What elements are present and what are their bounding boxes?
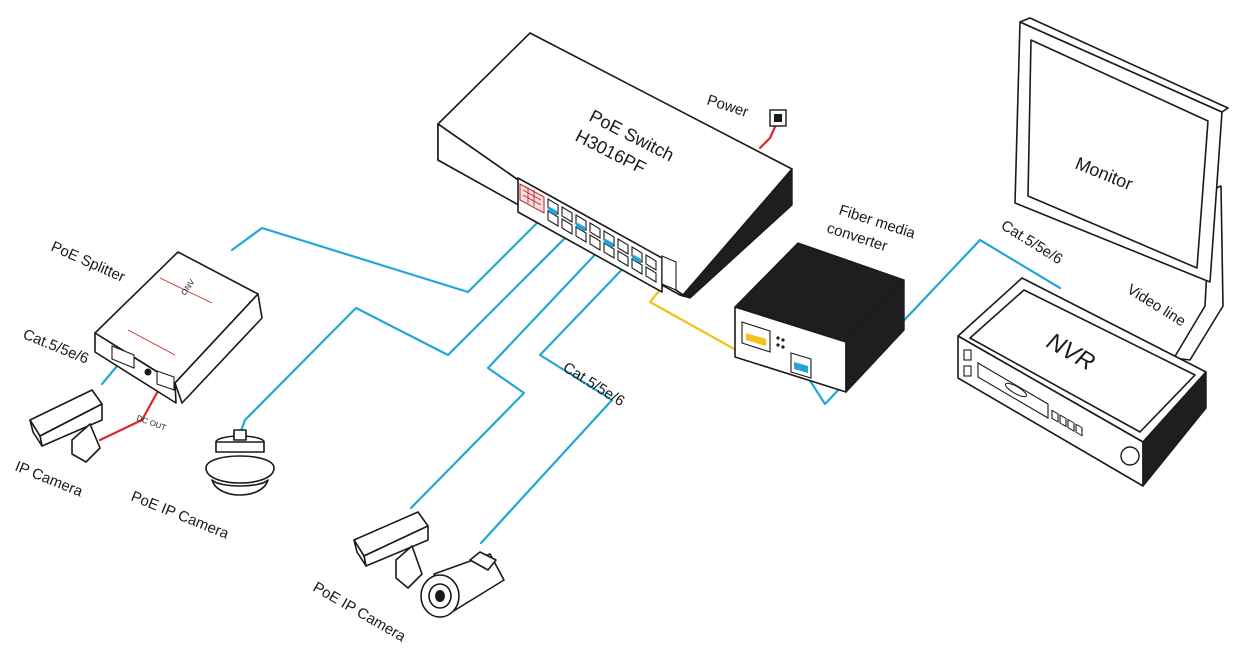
cat-label-right: Cat.5/5e/6 — [998, 217, 1066, 268]
cable-dc-out — [98, 378, 166, 442]
box-camera — [420, 551, 505, 618]
cat-label-middle: Cat.5/5e/6 — [560, 359, 628, 410]
dome-camera — [205, 429, 275, 496]
dome-camera-dome — [211, 479, 269, 496]
nvr: NVR — [957, 277, 1207, 487]
cat-label-left: Cat.5/5e/6 — [21, 326, 92, 368]
video-line-label: Video line — [1124, 281, 1189, 330]
dome-camera-connector — [233, 429, 247, 441]
cable-switch-to-splitter — [230, 208, 552, 294]
poe-splitter-label: PoE Splitter — [48, 238, 127, 286]
poe-ip-camera-bottom-label: PoE IP Camera — [310, 579, 409, 646]
ip-camera-lens-face — [29, 419, 43, 447]
ip-camera-label: IP Camera — [13, 458, 86, 501]
box-camera-lens-center-icon — [435, 590, 445, 602]
monitor-screen — [1027, 39, 1209, 269]
monitor-top-edge — [1019, 17, 1229, 113]
power-outlet-icon — [769, 109, 787, 127]
dome-camera-mount-ring — [215, 441, 265, 453]
converter-side-face — [845, 279, 905, 393]
nvr-top-inset — [969, 289, 1196, 433]
cable-switch-to-box-camera — [479, 255, 636, 545]
converter-blue-connector — [794, 362, 808, 373]
converter-yellow-connector — [746, 333, 766, 346]
bullet-camera-mount — [395, 545, 423, 589]
splitter-dc-jack-icon — [144, 368, 152, 376]
nvr-disk-slot — [1004, 382, 1028, 398]
poe-ip-camera-left-label: PoE IP Camera — [129, 488, 232, 543]
nvr-buttons — [1051, 409, 1083, 437]
splitter-dc-port — [156, 370, 175, 391]
nvr-usb-port-icon — [963, 365, 972, 377]
power-label: Power — [705, 92, 751, 121]
switch-led-panel — [519, 183, 545, 214]
dc-out-label: DC OUT — [135, 413, 167, 432]
cable-switch-to-bullet-camera — [409, 241, 608, 510]
bullet-camera-lens — [353, 539, 367, 567]
splitter-rj45-port — [111, 345, 135, 369]
nvr-jog-dial-icon — [1120, 446, 1140, 466]
dome-camera-housing — [205, 455, 275, 484]
poe-splitter: ONV — [94, 251, 263, 404]
monitor: Monitor — [1014, 17, 1229, 283]
nvr-power-button-icon — [963, 349, 972, 361]
ip-camera-box-left — [29, 389, 103, 463]
converter-leds — [776, 336, 785, 349]
cable-switch-to-dome-camera — [238, 223, 580, 436]
bullet-camera — [353, 511, 429, 589]
fiber-media-converter — [734, 242, 905, 393]
poe-switch: PoE Switch H3016PF — [437, 32, 793, 299]
ip-camera-mount — [71, 423, 101, 463]
nvr-side-face — [1142, 371, 1207, 487]
box-camera-top-bracket — [469, 551, 497, 571]
splitter-side-face — [174, 293, 263, 404]
switch-ports — [547, 198, 677, 291]
